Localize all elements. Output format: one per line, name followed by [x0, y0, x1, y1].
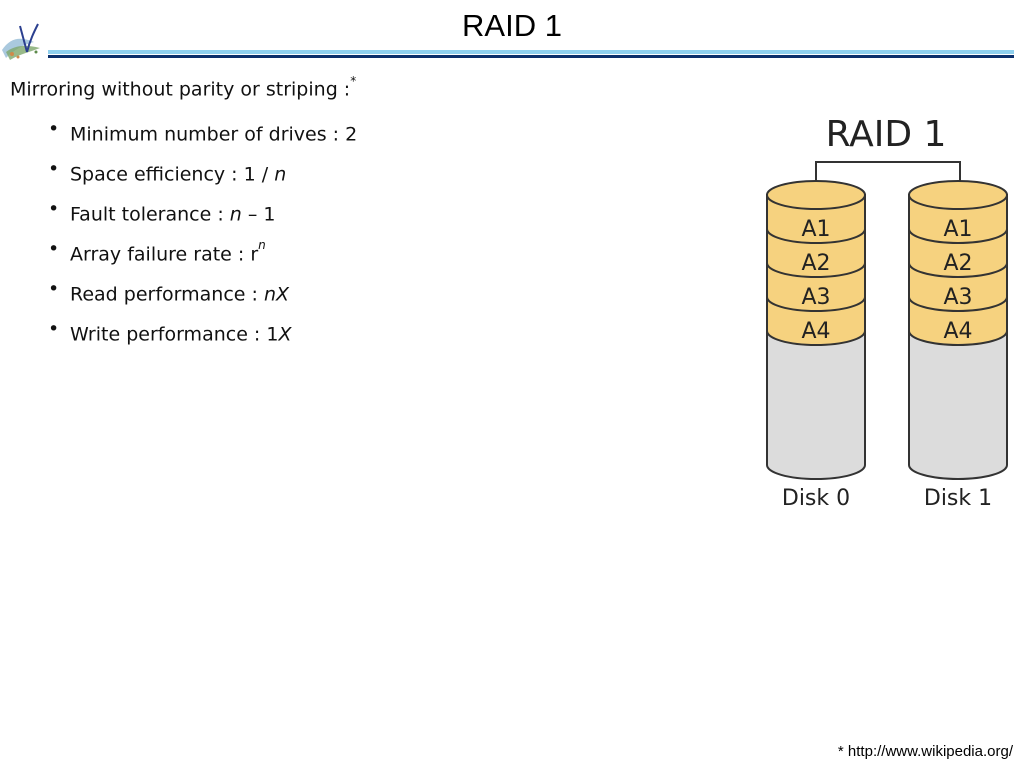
property-value: r: [250, 243, 259, 266]
intro-text: Mirroring without parity or striping :: [10, 78, 351, 101]
institution-logo-icon: [2, 23, 40, 60]
property-value-italic: X: [278, 323, 292, 346]
disk-label: Disk 0: [782, 486, 850, 511]
disk-empty-space: [766, 330, 866, 480]
block-label: A1: [943, 217, 972, 242]
slide-title: RAID 1: [462, 8, 562, 43]
list-item: • Minimum number of drives : 2: [48, 115, 357, 155]
disk-top-cap: [908, 180, 1008, 210]
property-value-suffix: – 1: [241, 203, 276, 226]
property-label: Read performance :: [70, 283, 264, 306]
bullet-icon: •: [48, 278, 60, 301]
property-value-italic: n: [274, 163, 287, 186]
disk-label: Disk 1: [924, 486, 992, 511]
block-label: A3: [801, 285, 830, 310]
bullet-icon: •: [48, 198, 60, 221]
block-label: A2: [943, 251, 972, 276]
property-label: Fault tolerance :: [70, 203, 230, 226]
property-label: Write performance :: [70, 323, 267, 346]
property-value-italic: n: [229, 203, 242, 226]
disk-top-cap: [766, 180, 866, 210]
bullet-icon: •: [48, 158, 60, 181]
property-superscript: n: [258, 238, 266, 253]
bullet-icon: •: [48, 238, 60, 261]
intro-line: Mirroring without parity or striping :*: [10, 70, 357, 103]
property-value: 1 /: [243, 163, 275, 186]
block-label: A4: [801, 319, 830, 344]
bullet-icon: •: [48, 118, 60, 141]
property-label: Minimum number of drives :: [70, 123, 346, 146]
property-value: 1: [266, 323, 279, 346]
block-label: A1: [801, 217, 830, 242]
list-item: • Space efficiency : 1 / n: [48, 155, 357, 195]
mirror-bracket: [815, 161, 961, 196]
disk-empty-space: [908, 330, 1008, 480]
title-rule-light: [48, 50, 1014, 54]
property-value: 2: [345, 123, 358, 146]
bullet-icon: •: [48, 318, 60, 341]
list-item: • Fault tolerance : n – 1: [48, 195, 357, 235]
block-label: A3: [943, 285, 972, 310]
property-label: Space efficiency :: [70, 163, 244, 186]
block-label: A2: [801, 251, 830, 276]
property-value-italic: nX: [263, 283, 290, 306]
block-label: A4: [943, 319, 972, 344]
title-rule-dark: [48, 55, 1014, 58]
footnote-marker: *: [350, 74, 357, 88]
footnote-source: * http://www.wikipedia.org/: [837, 743, 1013, 760]
property-list: • Minimum number of drives : 2 • Space eff…: [10, 115, 357, 355]
list-item: • Read performance : nX: [48, 275, 357, 315]
diagram-title: RAID 1: [826, 114, 947, 155]
property-label: Array failure rate :: [70, 243, 251, 266]
list-item: • Write performance : 1X: [48, 315, 357, 355]
slide-body: Mirroring without parity or striping :* …: [10, 70, 357, 355]
list-item: • Array failure rate : rn: [48, 235, 357, 275]
